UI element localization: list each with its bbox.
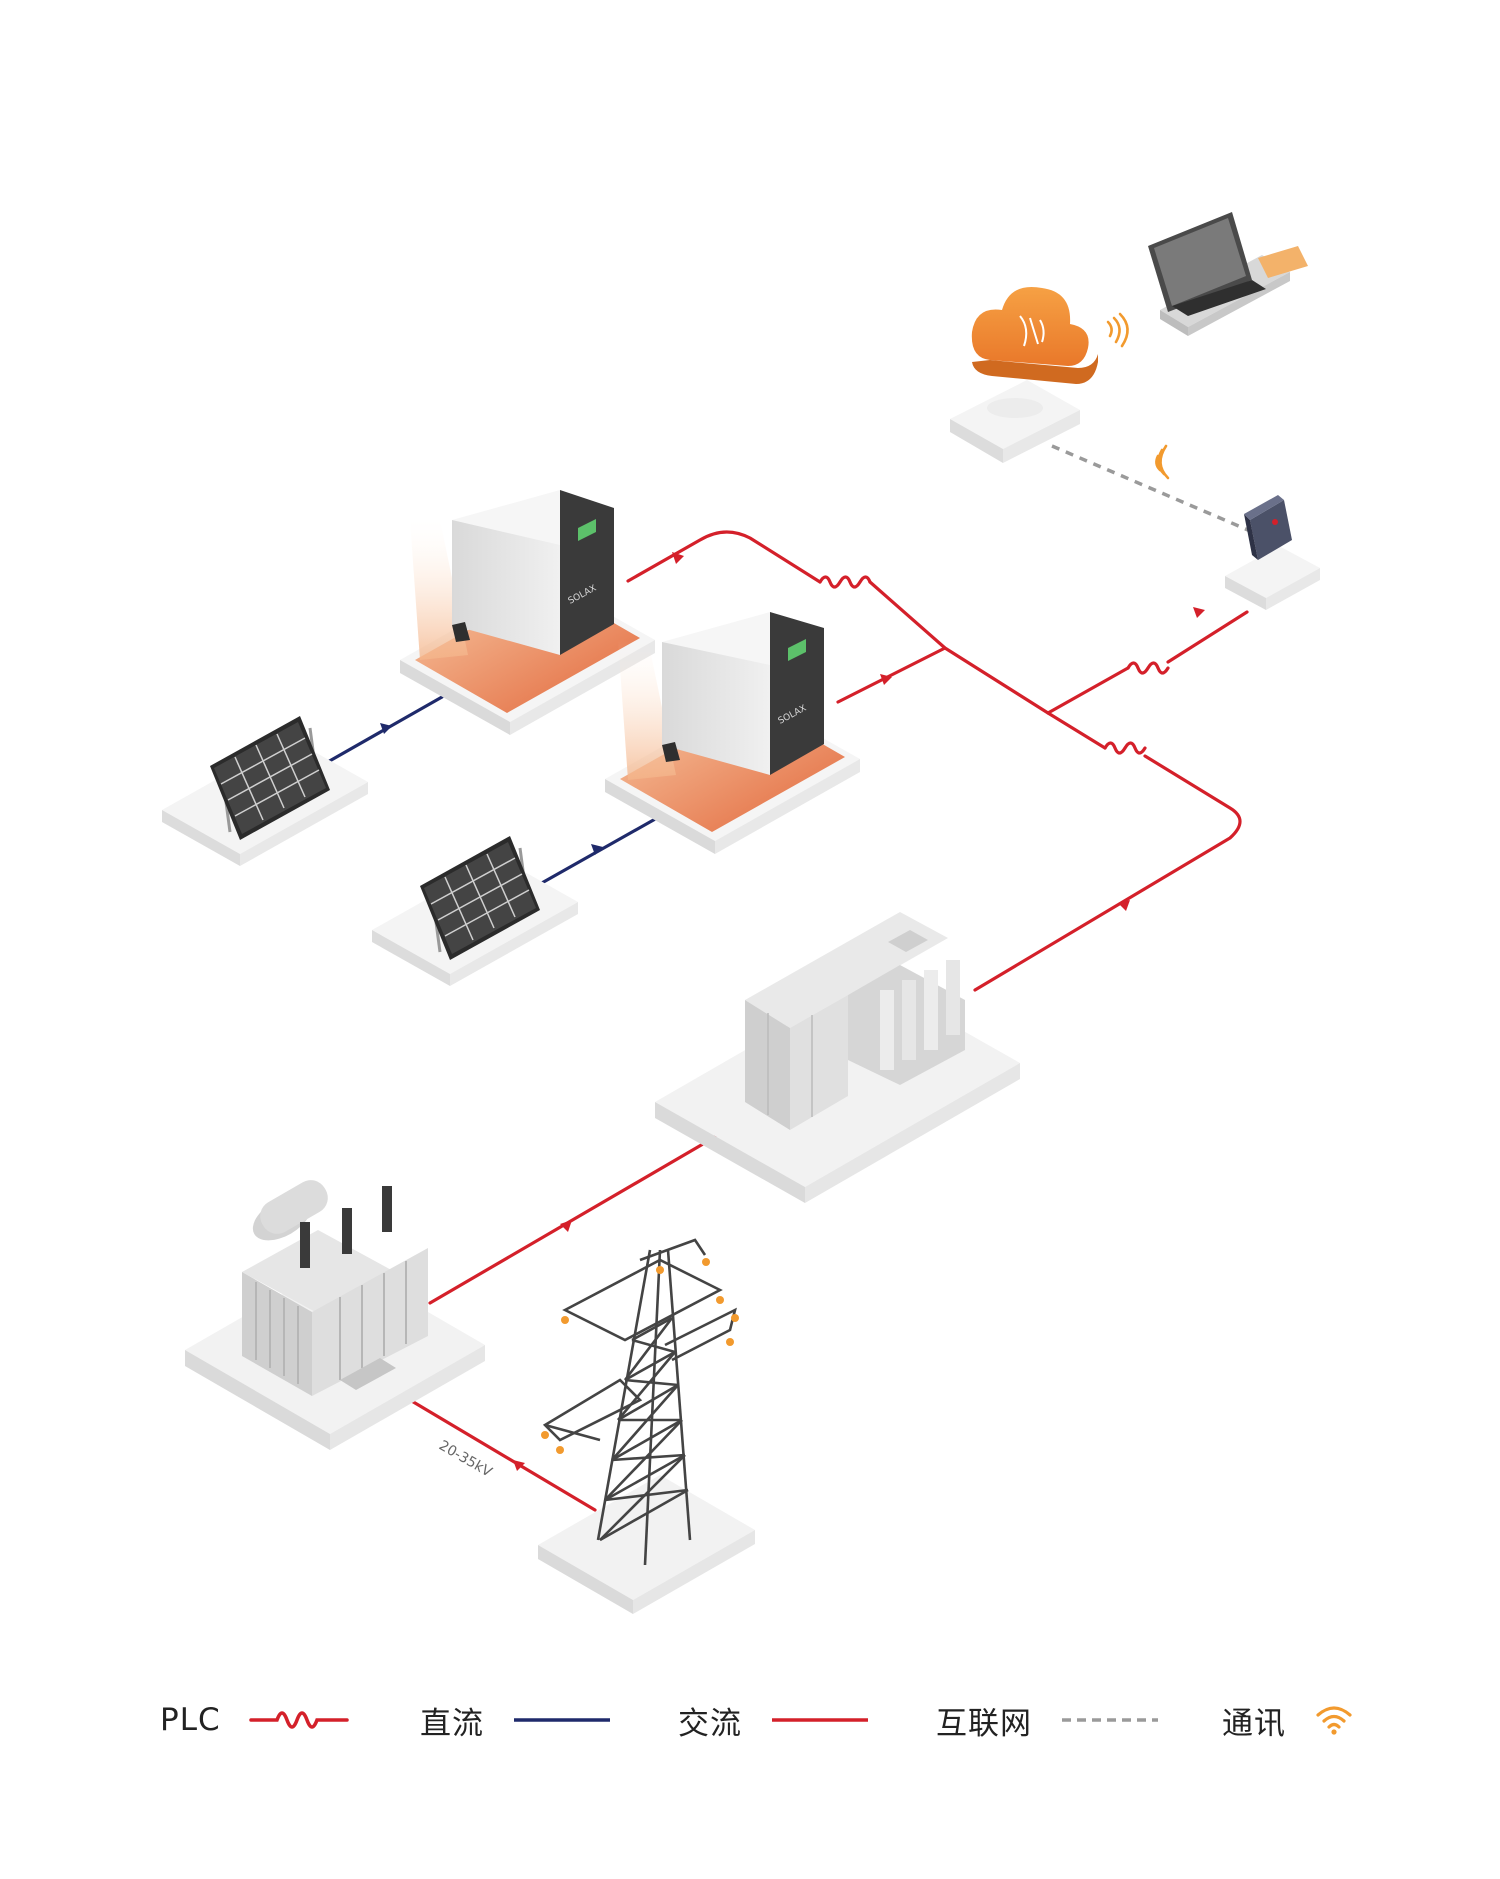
plc-line-icon [248,1711,349,1729]
ac-line-switchgear-transformer [428,1135,717,1305]
transmission-tower-station [538,1238,755,1614]
solar-panel-icon [210,716,330,840]
laptop-icon [1148,212,1308,336]
inverter-icon: SOLAX [452,490,614,655]
wifi-icon [1155,444,1170,480]
legend-internet: 互联网 [936,1690,1160,1750]
plc-squiggle-3 [1103,741,1147,755]
ac-line-inverter2 [836,646,947,704]
wifi-icon [1316,1706,1352,1735]
legend-plc-label: PLC [160,1702,221,1738]
internet-line-icon [1062,1718,1158,1722]
transmission-tower-icon [542,1238,737,1566]
switchgear-station [655,912,1020,1203]
dc-line-icon [514,1718,610,1722]
ac-lines [408,530,1249,1512]
solar-panel-2 [372,836,578,986]
ac-arrows [513,552,1205,1471]
legend-dc: 直流 [420,1690,612,1750]
solar-panel-icon [420,836,540,960]
legend: PLC 直流 交流 互联网 通讯 [0,1690,1500,1750]
insulator-icons [541,1258,739,1454]
legend-dc-label: 直流 [420,1705,484,1742]
legend-ac-label: 交流 [678,1705,742,1742]
ac-line-icon [772,1718,868,1722]
internet-line [1051,444,1256,535]
legend-comms-label: 通讯 [1222,1705,1286,1742]
cloud-platform [950,380,1080,463]
legend-plc: PLC [160,1690,349,1750]
inverter-2: SOLAX [605,612,860,854]
solar-panel-1 [162,716,368,866]
router-icon [1225,546,1320,610]
transformer-icon [242,1180,428,1396]
ac-line-to-router [1046,666,1130,715]
inverter-1: SOLAX [400,490,655,735]
ac-line-transformer-tower [408,1398,597,1512]
wifi-icon [1106,312,1129,348]
legend-internet-label: 互联网 [936,1705,1032,1742]
dc-arrows [380,723,603,855]
plc-squiggle-1 [818,575,872,589]
ac-line-to-switchgear-upper [1046,711,1107,750]
legend-comms: 通讯 [1222,1690,1354,1750]
plc-squiggle-2 [1126,661,1170,675]
inverter-icon: SOLAX [662,612,824,775]
cloud-icon [971,286,1098,384]
legend-ac: 交流 [678,1690,870,1750]
transformer-station [185,1180,485,1450]
dongle-icon [1244,495,1292,560]
ac-line-inverter1 [626,530,822,584]
switchgear-icon [745,912,965,1130]
